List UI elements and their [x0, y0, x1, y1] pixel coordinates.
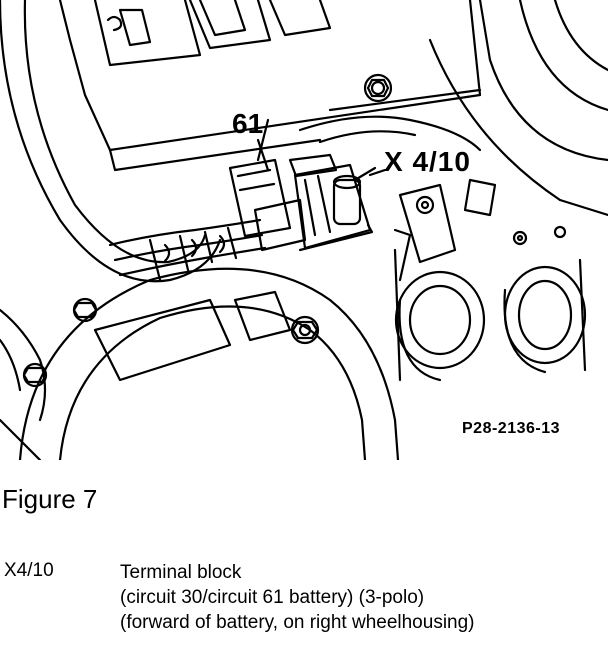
legend-line-circuit: (circuit 30/circuit 61 battery) (3-polo) — [120, 587, 425, 608]
callout-x4-10-label: X 4/10 — [384, 146, 471, 177]
leader-lines — [256, 138, 377, 182]
engine-bay-illustration — [0, 0, 608, 460]
round-housing — [18, 267, 400, 460]
legend-line-location: (forward of battery, on right wheelhousi… — [120, 612, 475, 633]
mount-bracket — [393, 178, 497, 282]
cylinders — [393, 225, 587, 382]
connector-61 — [228, 118, 338, 238]
right-housing — [428, 0, 608, 217]
legend-line-title: Terminal block — [120, 562, 242, 583]
figure-caption: Figure 7 — [2, 484, 98, 514]
legend-key: X4/10 — [4, 560, 54, 581]
figure-code: P28-2136-13 — [462, 420, 561, 437]
callout-61-label: 61 — [232, 108, 264, 139]
bolt-top — [363, 73, 393, 103]
bolts-lower — [0, 297, 320, 460]
wiring-harness — [108, 198, 307, 282]
legend-description: Terminal block (circuit 30/circuit 61 ba… — [120, 560, 475, 635]
terminal-block-x4-10 — [293, 163, 387, 252]
relay-box — [58, 0, 482, 172]
